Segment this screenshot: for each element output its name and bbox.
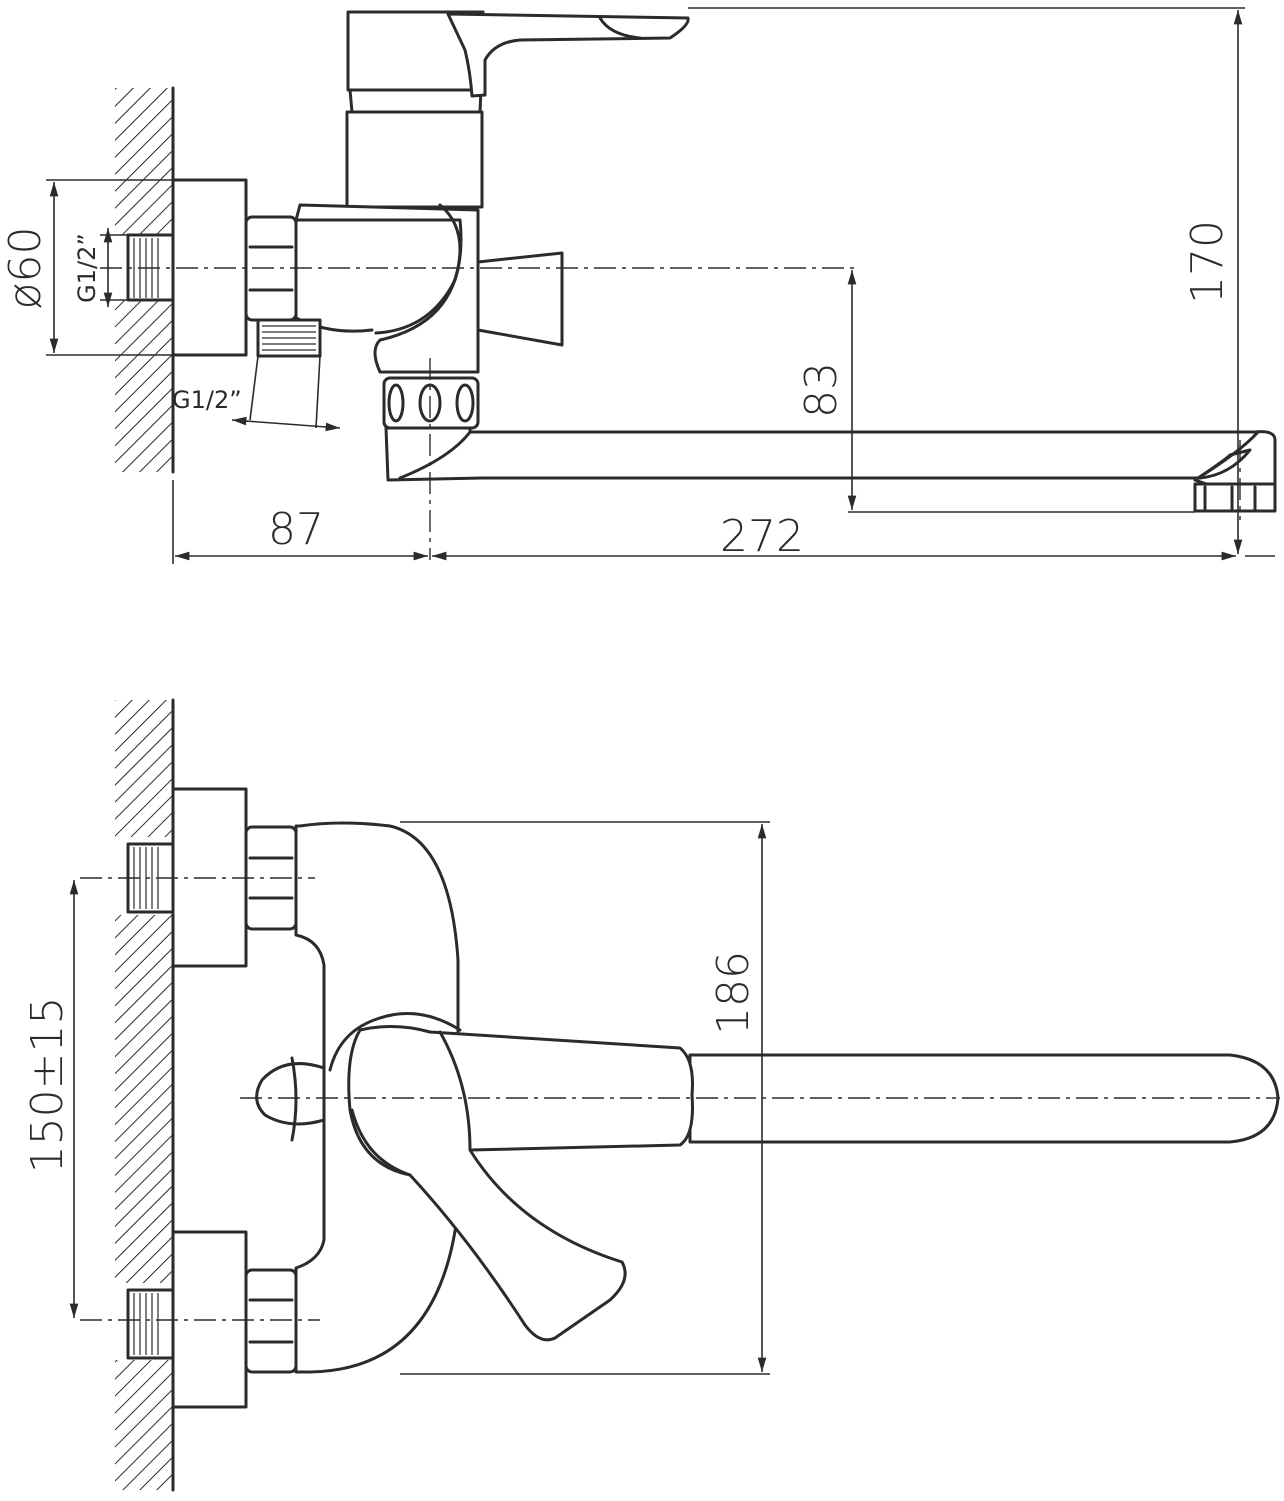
dim-spout-drop: 83 xyxy=(796,270,1195,513)
dim-diameter-label: ø60 xyxy=(0,227,51,310)
handle-top-view xyxy=(328,1012,694,1342)
dim-inlet-thread: G1/2” xyxy=(73,228,128,307)
spout xyxy=(384,426,1277,513)
dim-centers: 150±15 xyxy=(22,880,79,1318)
center-lines-bottom xyxy=(80,877,1280,1321)
top-view: 150±15 186 xyxy=(22,698,1280,1492)
dim-spout-drop-label: 83 xyxy=(796,362,847,418)
dim-body-height: 186 xyxy=(400,821,770,1375)
dim-inlet-thread-label: G1/2” xyxy=(73,233,101,303)
body-main xyxy=(294,203,564,374)
swivel-ring xyxy=(382,376,480,430)
dim-wall-offset-label: 87 xyxy=(268,504,324,555)
side-view: ø60 G1/2” G1/2” 170 83 xyxy=(0,7,1277,564)
dim-outlet-thread: G1/2” xyxy=(172,355,341,432)
dim-centers-label: 150±15 xyxy=(22,997,73,1174)
dim-height: 170 xyxy=(688,7,1275,557)
dim-horizontal: 87 272 xyxy=(172,480,1236,564)
outlet-thread xyxy=(256,318,322,358)
dim-outlet-thread-label: G1/2” xyxy=(172,386,242,414)
dim-height-label: 170 xyxy=(1182,220,1233,304)
dim-spout-reach-label: 272 xyxy=(720,511,804,562)
dim-diameter: ø60 xyxy=(0,179,173,356)
body-upper xyxy=(345,10,690,209)
wall-hatch-top xyxy=(115,86,175,474)
dim-body-height-label: 186 xyxy=(708,951,759,1035)
wall-hatch-bottom xyxy=(115,698,175,1492)
hex-nuts-bottom xyxy=(244,825,298,1374)
